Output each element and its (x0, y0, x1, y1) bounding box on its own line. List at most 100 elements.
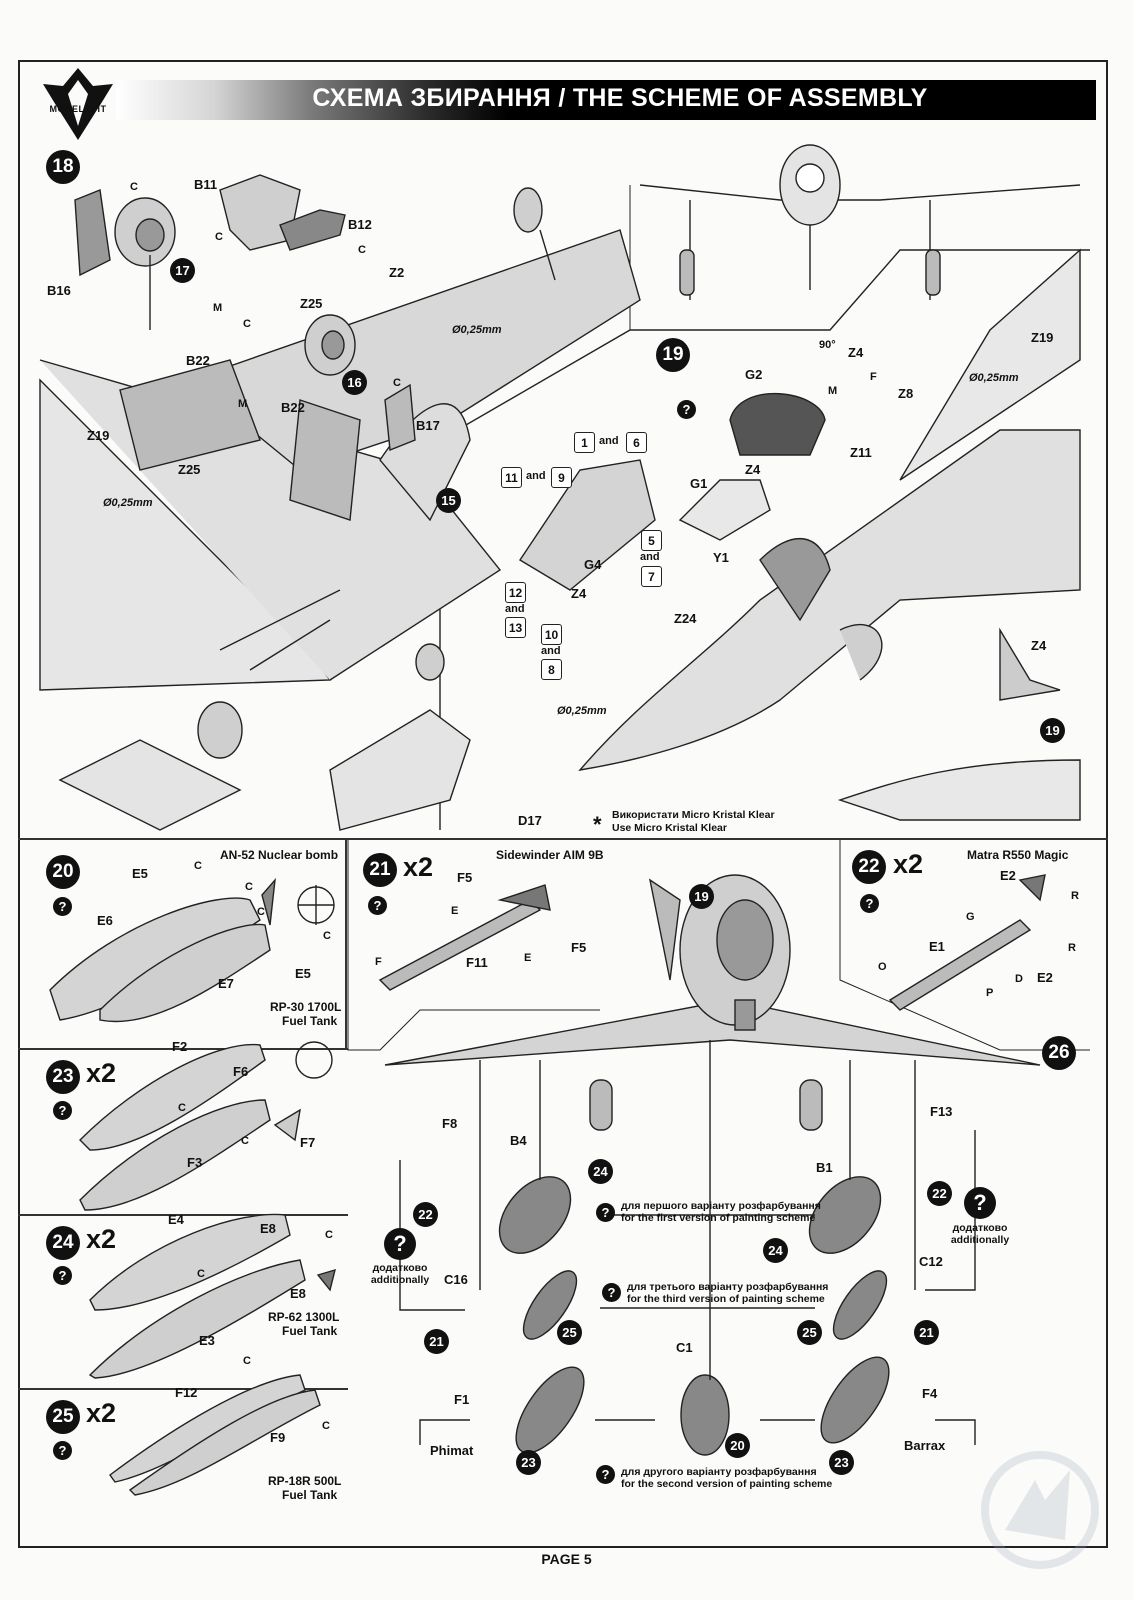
part-f7-label: F7 (300, 1135, 316, 1150)
optional-marker: ? (53, 1441, 72, 1460)
step-26-marker: 26 (1042, 1036, 1076, 1070)
step-23-title: RP-30 1700L (270, 1000, 342, 1014)
scheme-2-note-en: for the second version of painting schem… (621, 1478, 833, 1490)
optional-marker: ? (964, 1187, 996, 1219)
part-d17-label: D17 (518, 813, 542, 828)
part-f5-label: F5 (571, 940, 587, 955)
optional-marker: ? (596, 1203, 615, 1222)
pod-phimat-label: Phimat (430, 1443, 474, 1458)
paint-e-label: E (451, 905, 459, 917)
paint-o-label: O (878, 961, 887, 973)
part-c12-label: C12 (919, 1254, 943, 1269)
substep-24-marker: 24 (763, 1238, 788, 1263)
glue-c-label: C (194, 860, 202, 872)
scheme-3-note-en: for the third version of painting scheme (627, 1293, 825, 1305)
pod-barrax-label: Barrax (904, 1438, 946, 1453)
part-z19-label: Z19 (1031, 330, 1054, 345)
part-b4-label: B4 (510, 1133, 527, 1148)
watermark-logo (981, 1451, 1099, 1569)
step-25-title: RP-18R 500L (268, 1474, 342, 1488)
paint-r-label: R (1071, 890, 1079, 902)
part-f4-label: F4 (922, 1386, 938, 1401)
and-label: and (599, 435, 619, 447)
scheme-1-note-en: for the first version of painting scheme (621, 1212, 816, 1224)
quantity-multiplier: x2 (86, 1224, 117, 1254)
part-z4-label: Z4 (1031, 638, 1047, 653)
wire-diameter-label: Ø0,25mm (452, 324, 502, 336)
paint-callout-9: 9 (551, 467, 572, 488)
paint-p-label: P (986, 987, 994, 999)
part-e6-label: E6 (97, 913, 113, 928)
substep-19-marker: 19 (1040, 718, 1065, 743)
part-e3-label: E3 (199, 1333, 215, 1348)
paint-f-label: F (870, 371, 877, 383)
brand-name: MODELSVIT (49, 104, 107, 114)
step-20-title: AN-52 Nuclear bomb (220, 848, 339, 862)
part-y1-label: Y1 (713, 550, 729, 565)
and-label: and (505, 603, 525, 615)
substep-17-marker: 17 (170, 258, 195, 283)
glue-c-label: C (241, 1135, 249, 1147)
part-b11-label: B11 (194, 177, 218, 192)
part-f13-label: F13 (930, 1104, 953, 1119)
part-b16-label: B16 (47, 283, 71, 298)
part-b22-label: B22 (281, 400, 305, 415)
paint-callout-8: 8 (541, 659, 562, 680)
paint-callout-11: 11 (501, 467, 522, 488)
step-18-marker: 18 (46, 150, 80, 184)
part-f5-label: F5 (457, 870, 473, 885)
part-f11-label: F11 (466, 955, 488, 970)
part-e4-label: E4 (168, 1212, 184, 1227)
divider-col2 (18, 1048, 348, 1050)
substep-22-marker: 22 (927, 1181, 952, 1206)
wire-diameter-label: Ø0,25mm (103, 497, 153, 509)
divider-col3 (18, 1214, 348, 1216)
paint-callout-13: 13 (505, 617, 526, 638)
wire-diameter-label: Ø0,25mm (557, 705, 607, 717)
glue-c-label: C (197, 1268, 205, 1280)
part-z25-label: Z25 (300, 296, 323, 311)
step-25-subtitle: Fuel Tank (282, 1488, 338, 1502)
part-b17-label: B17 (416, 418, 440, 433)
glue-c-label: C (130, 181, 138, 193)
part-b1-label: B1 (816, 1160, 833, 1175)
optional-marker: ? (384, 1228, 416, 1260)
glue-c-label: C (243, 1355, 251, 1367)
quantity-multiplier: x2 (86, 1058, 117, 1088)
additionally-note-ua: додатково (952, 1222, 1008, 1234)
part-f1-label: F1 (454, 1392, 470, 1407)
optional-marker: ? (596, 1465, 615, 1484)
scheme-1-note-ua: для першого варіанту розфарбування (621, 1200, 821, 1212)
substep-23-marker: 23 (516, 1450, 541, 1475)
part-e5-label: E5 (132, 866, 148, 881)
substep-25-marker: 25 (557, 1320, 582, 1345)
wire-diameter-label: Ø0,25mm (969, 372, 1019, 384)
clear-glue-note-en: Use Micro Kristal Klear (612, 822, 727, 834)
part-c16-label: C16 (444, 1272, 468, 1287)
glue-c-label: C (178, 1102, 186, 1114)
paint-f-label: F (375, 956, 382, 968)
optional-marker: ? (53, 897, 72, 916)
additionally-note-en: additionally (370, 1274, 430, 1286)
optional-marker: ? (602, 1283, 621, 1302)
part-e5-label: E5 (295, 966, 311, 981)
glue-c-label: C (215, 231, 223, 243)
note-asterisk: * (593, 812, 602, 837)
paint-callout-5: 5 (641, 530, 662, 551)
part-e2-label: E2 (1000, 868, 1016, 883)
paint-m-label: M (238, 398, 248, 410)
substep-19-marker: 19 (689, 884, 714, 909)
scheme-2-note-ua: для другого варіанту розфарбування (621, 1466, 817, 1478)
rotation-angle-label: 90° (819, 339, 836, 351)
optional-marker: ? (53, 1266, 72, 1285)
paint-g-label: G (966, 911, 975, 923)
part-f2-label: F2 (172, 1039, 188, 1054)
step-21-title: Sidewinder AIM 9B (496, 848, 604, 862)
optional-marker: ? (860, 894, 879, 913)
part-e8-label: E8 (290, 1286, 306, 1301)
paint-r-label: R (1068, 942, 1076, 954)
page-number: PAGE 5 (541, 1551, 592, 1567)
glue-c-label: C (245, 881, 253, 893)
part-e2-label: E2 (1037, 970, 1053, 985)
